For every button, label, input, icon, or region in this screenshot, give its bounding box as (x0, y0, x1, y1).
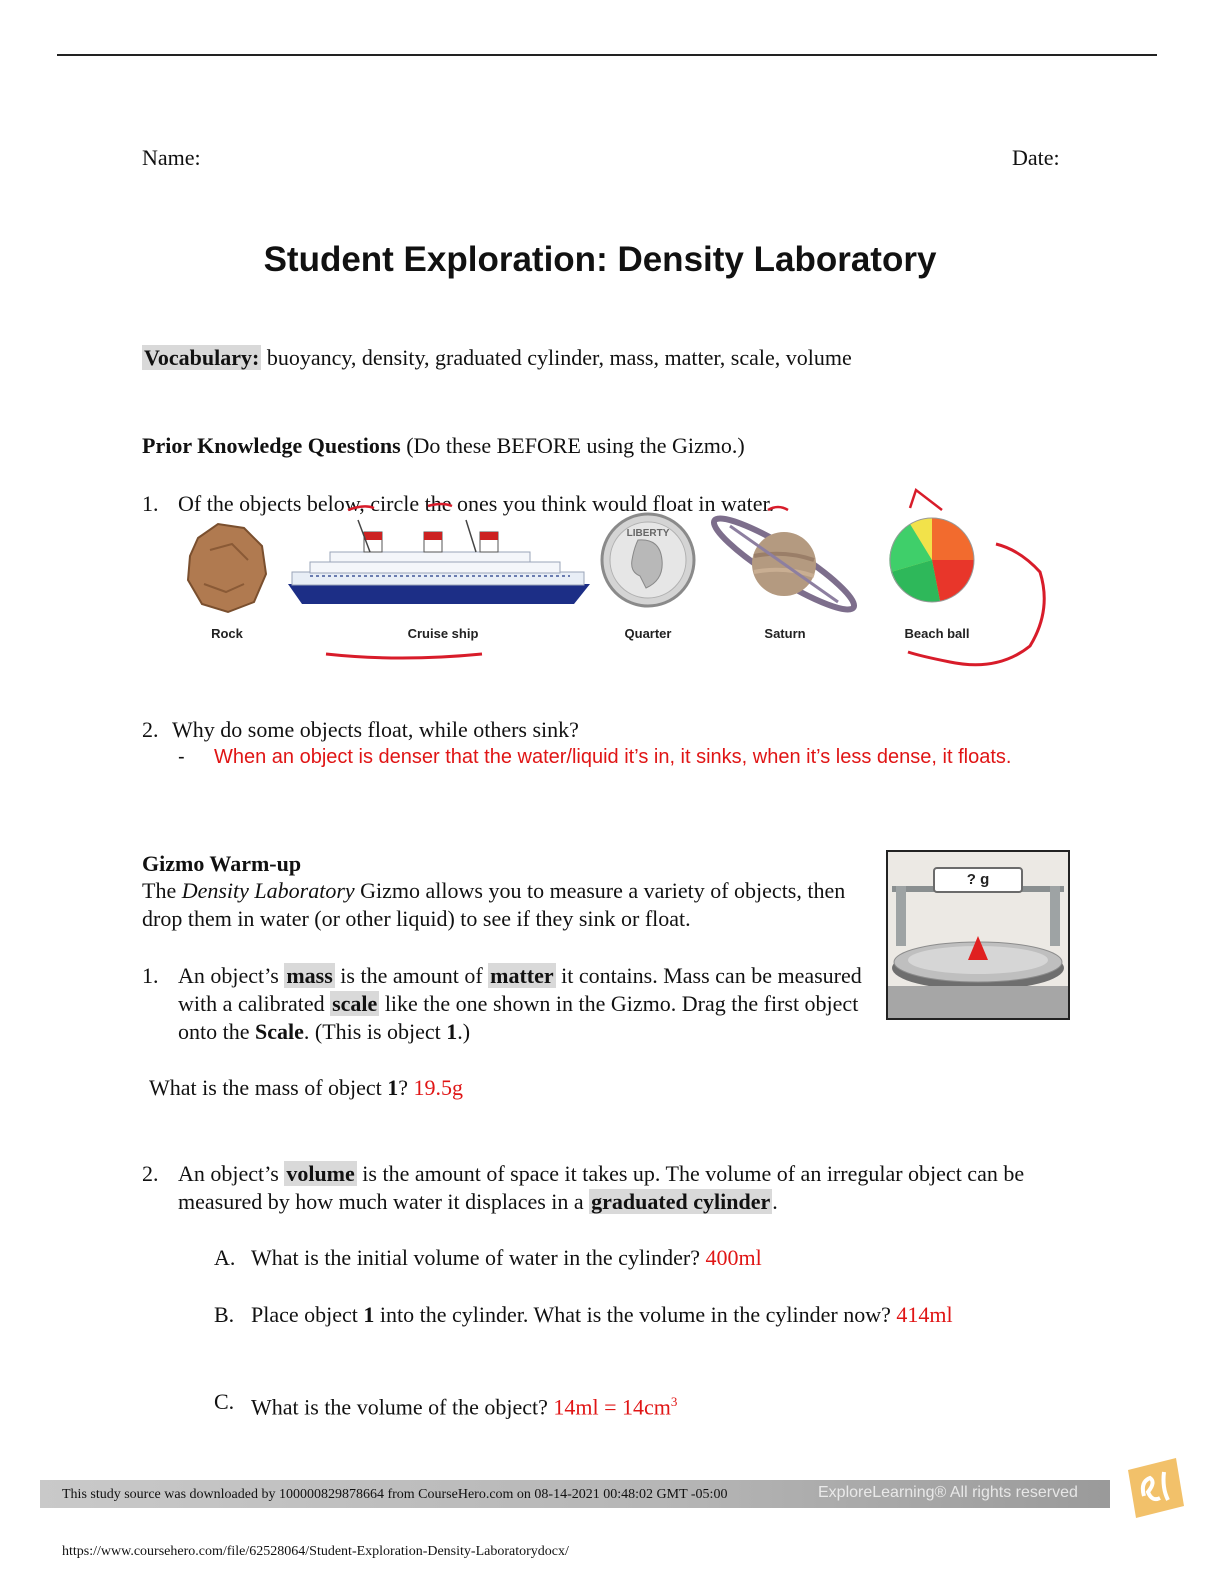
wq2-t1: An object’s (178, 1161, 285, 1186)
pk-q2-text: Why do some objects float, while others … (172, 717, 579, 742)
prior-knowledge-heading-line: Prior Knowledge Questions (Do these BEFO… (142, 432, 1142, 460)
pk-q2-number: 2. (142, 717, 159, 742)
sub-c-line: What is the volume of the object? 14ml =… (251, 1388, 1071, 1421)
gizmo-scale-drawing (888, 852, 1068, 1018)
top-rule (57, 54, 1157, 56)
warmup-q1-text: An object’s mass is the amount of matter… (178, 962, 868, 1046)
scale-readout: ? g (966, 871, 990, 888)
object-label-rock: Rock (211, 626, 243, 641)
warmup-intro: The Density Laboratory Gizmo allows you … (142, 877, 862, 933)
wq1-t3: it contains. Mass can be measured with a… (178, 963, 862, 1016)
wq1-t2: is the amount of (334, 963, 489, 988)
mass-q-t2: ? (398, 1075, 414, 1100)
saturn-image (710, 515, 858, 613)
footer-watermark: ExploreLearning® All rights reserved (818, 1484, 1078, 1501)
sub-b-text-2: into the cylinder. What is the volume in… (374, 1302, 897, 1327)
prior-knowledge-heading: Prior Knowledge Questions (142, 433, 401, 458)
sub-b-letter: B. (214, 1302, 235, 1327)
sub-a-answer: 400ml (705, 1245, 762, 1270)
pk-q2-dash: - (178, 746, 185, 768)
wq1-t4: like the one shown in the Gizmo. Drag th… (178, 991, 859, 1044)
quarter-image: LIBERTY (600, 512, 696, 608)
wq2-t3: . (772, 1189, 778, 1214)
wq2-t2: is the amount of space it takes up. The … (178, 1161, 1025, 1214)
vocabulary-line: Vocabulary: buoyancy, density, graduated… (142, 344, 1142, 372)
sub-c-superscript: 3 (670, 1394, 678, 1409)
date-label: Date: (1012, 145, 1060, 170)
sub-c-letter: C. (214, 1389, 235, 1414)
warmup-intro-italic: Density Laboratory (181, 878, 355, 903)
pk-q1-text: Of the objects below, circle the ones yo… (178, 491, 775, 516)
mass-q-one: 1 (387, 1075, 399, 1100)
warmup-intro-1: The (142, 878, 182, 903)
wq1-t6: .) (457, 1019, 471, 1044)
mass-question: What is the mass of object 1? 19.5g (149, 1074, 949, 1102)
warmup-intro-2: Gizmo allows you to measure a variety of… (142, 878, 846, 931)
sub-a-line: What is the initial volume of water in t… (251, 1244, 1071, 1272)
sub-b-answer: 414ml (896, 1302, 953, 1327)
vocabulary-terms: buoyancy, density, graduated cylinder, m… (261, 345, 852, 370)
sub-b-text-1: Place object (251, 1302, 364, 1327)
object-label-quarter: Quarter (624, 626, 672, 641)
object-label-saturn: Saturn (764, 626, 806, 641)
term-matter: matter (488, 963, 556, 988)
name-label: Name: (142, 145, 201, 170)
sub-c-answer: 14ml = 14cm (553, 1394, 671, 1420)
download-notice: This study source was downloaded by 1000… (62, 1487, 728, 1502)
term-scale: scale (330, 991, 380, 1016)
wq1-one: 1 (446, 1019, 458, 1044)
page-title: Student Exploration: Density Laboratory (263, 240, 937, 279)
beach-ball-image (889, 517, 975, 603)
sub-c-text: What is the volume of the object? (251, 1394, 554, 1420)
pk-q2-answer: When an object is denser that the water/… (214, 746, 1012, 768)
warmup-heading: Gizmo Warm-up (142, 850, 301, 878)
mass-q-t1: What is the mass of object (149, 1075, 388, 1100)
warmup-q2-text: An object’s volume is the amount of spac… (178, 1160, 1068, 1216)
vocabulary-label: Vocabulary: (142, 345, 262, 370)
gizmo-scale-image: ? g (886, 850, 1070, 1020)
sub-b-one: 1 (363, 1302, 375, 1327)
term-mass: mass (284, 963, 335, 988)
objects-illustration: LIBERTY (186, 487, 1046, 667)
warmup-q1-number: 1. (142, 963, 159, 988)
wq1-scale-bold: Scale (255, 1019, 304, 1044)
sub-b-line: Place object 1 into the cylinder. What i… (251, 1301, 1071, 1329)
quarter-lettering: LIBERTY (627, 528, 670, 539)
sub-a-text: What is the initial volume of water in t… (251, 1245, 706, 1270)
explorelearning-logo-icon (1128, 1458, 1184, 1518)
footer-band (40, 1480, 1110, 1508)
wq1-t1: An object’s (178, 963, 285, 988)
source-url[interactable]: https://www.coursehero.com/file/62528064… (62, 1544, 569, 1559)
prior-knowledge-note: (Do these BEFORE using the Gizmo.) (400, 433, 745, 458)
warmup-q2-number: 2. (142, 1161, 159, 1186)
term-graduated-cylinder: graduated cylinder (589, 1189, 773, 1214)
object-label-cruise-ship: Cruise ship (407, 626, 479, 641)
wq1-t5: . (This is object (303, 1019, 447, 1044)
mass-answer: 19.5g (413, 1075, 464, 1100)
pk-q1-number: 1. (142, 491, 159, 516)
term-volume: volume (284, 1161, 357, 1186)
sub-a-letter: A. (214, 1245, 236, 1270)
object-label-beach-ball: Beach ball (904, 626, 970, 641)
cruise-ship-image (288, 519, 590, 604)
rock-image (186, 522, 268, 614)
warmup-heading-text: Gizmo Warm-up (142, 851, 302, 876)
